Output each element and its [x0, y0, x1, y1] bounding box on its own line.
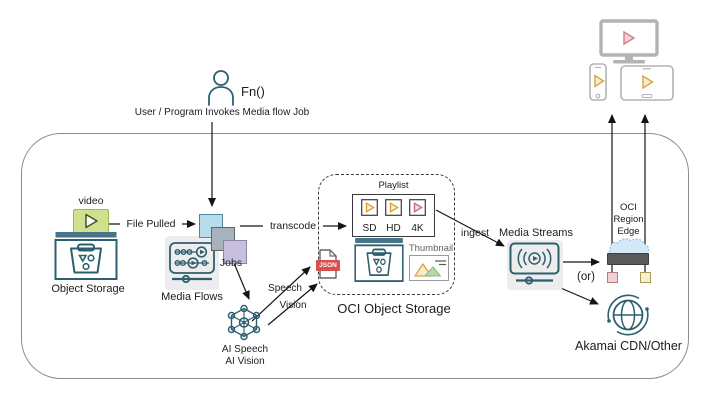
- actor-caption: User / Program Invokes Media flow Job: [134, 107, 310, 118]
- jobs-label: Jobs: [219, 257, 243, 269]
- 4k-play-icon: [409, 199, 426, 216]
- edge-label-vision: Vision: [279, 300, 307, 311]
- edge-label-transcode: transcode: [263, 220, 323, 233]
- media-streams-panel: [507, 240, 563, 290]
- actor-label: Fn(): [241, 84, 265, 99]
- region-edge-line3: Edge: [617, 226, 640, 237]
- arrow-vision: [267, 283, 318, 326]
- edge-label-ingest: ingest: [460, 227, 490, 239]
- media-flows-label: Media Flows: [161, 291, 223, 303]
- tablet-icon: [620, 65, 674, 101]
- thumbnail-label: Thumbnail: [408, 243, 454, 254]
- inner-storage-bucket-icon: [354, 238, 404, 282]
- video-play-icon: [73, 209, 109, 234]
- rendition-sd-label: SD: [362, 223, 377, 234]
- hd-play-icon: [385, 199, 402, 216]
- job-square-purple: [223, 240, 247, 264]
- media-flows-icon: [169, 242, 215, 284]
- tv-icon: [599, 19, 659, 64]
- image-thumbnail-icon: [409, 255, 449, 281]
- edge-cloud-icon: [608, 238, 650, 258]
- ai-vision-label: AI Vision: [225, 356, 265, 367]
- edge-chip-cream: [640, 272, 651, 283]
- pipeline-boundary: [21, 133, 689, 379]
- region-edge-line2: Region: [613, 214, 644, 225]
- arrow-ingest: [435, 209, 505, 247]
- edge-label-speech: Speech: [268, 283, 302, 294]
- rendition-sd: SD: [358, 199, 381, 236]
- ai-network-icon: [227, 304, 261, 341]
- playlist-label: Playlist: [378, 180, 409, 191]
- globe-cdn-icon: [607, 294, 649, 336]
- object-storage-label: Object Storage: [51, 283, 125, 295]
- storage-bucket-icon: [54, 232, 118, 280]
- rendition-hd-label: HD: [386, 223, 401, 234]
- edge-server-bar: [607, 253, 649, 265]
- edge-label-file-pulled: File Pulled: [120, 218, 182, 231]
- json-badge: JSON: [316, 260, 340, 271]
- cdn-label: Akamai CDN/Other: [575, 339, 682, 353]
- arrow-streams-to-cdn: [555, 285, 599, 305]
- video-label: video: [78, 195, 104, 207]
- arrow-jobs-to-ai: [233, 262, 250, 300]
- rendition-hd: HD: [382, 199, 405, 236]
- playlist-box: SD HD 4K: [352, 194, 435, 237]
- oci-object-storage-label: OCI Object Storage: [337, 301, 451, 316]
- rendition-4k: 4K: [406, 199, 429, 236]
- rendition-4k-label: 4K: [411, 223, 424, 234]
- arrow-speech: [251, 266, 311, 322]
- phone-icon: [589, 63, 607, 101]
- region-edge-line1: OCI: [620, 202, 637, 213]
- media-streams-icon: [509, 242, 560, 285]
- or-label: (or): [577, 271, 595, 283]
- edge-chip-pink: [607, 272, 618, 283]
- person-icon: [208, 70, 234, 106]
- ai-speech-label: AI Speech: [221, 344, 269, 355]
- media-streams-label: Media Streams: [499, 227, 573, 239]
- oci-object-storage-group: [318, 174, 455, 295]
- sd-play-icon: [361, 199, 378, 216]
